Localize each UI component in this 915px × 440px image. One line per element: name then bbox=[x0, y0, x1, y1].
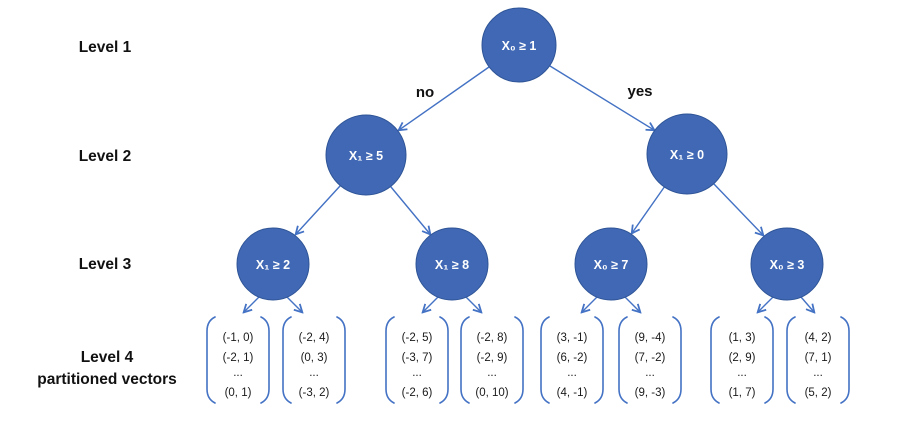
leaf-group-8: (4, 2) (7, 1) ... (5, 2) bbox=[786, 316, 850, 404]
node-l3-b-label: X₁ ≥ 8 bbox=[435, 258, 469, 272]
node-l3-c-circle bbox=[574, 227, 648, 301]
node-l3-d-label: X₀ ≥ 3 bbox=[770, 258, 805, 272]
leaf-vector: (0, 3) bbox=[301, 352, 328, 364]
leaf-group-6: (9, -4) (7, -2) ... (9, -3) bbox=[618, 316, 682, 404]
left-bracket bbox=[206, 316, 216, 404]
edge-l2left-to-l3b bbox=[390, 186, 430, 234]
leaf-group-7: (1, 3) (2, 9) ... (1, 7) bbox=[710, 316, 774, 404]
node-l2-right: X₁ ≥ 0 bbox=[646, 113, 728, 195]
right-bracket bbox=[594, 316, 604, 404]
edge-l3d-to-leaf7 bbox=[758, 296, 774, 312]
edge-l2right-to-l3c bbox=[632, 185, 666, 233]
leaf-vector: (-3, 2) bbox=[299, 387, 330, 399]
leaf-vector: (5, 2) bbox=[805, 387, 832, 399]
leaf-vector: (-3, 7) bbox=[402, 352, 433, 364]
node-l3-b-circle bbox=[415, 227, 489, 301]
right-bracket bbox=[439, 316, 449, 404]
edge-l2right-to-l3d bbox=[712, 182, 763, 235]
leaf-vector: (6, -2) bbox=[557, 352, 588, 364]
node-l3-d-circle bbox=[750, 227, 824, 301]
leaf-ellipsis: ... bbox=[487, 367, 497, 379]
edge-root-to-l2-right bbox=[549, 65, 654, 130]
node-l2-left: X₁ ≥ 5 bbox=[325, 114, 407, 196]
edge-l2left-to-l3a bbox=[296, 185, 341, 234]
right-bracket bbox=[260, 316, 270, 404]
level-4-label: Level 4 bbox=[81, 349, 134, 366]
edge-l3c-to-leaf6 bbox=[624, 296, 640, 312]
left-bracket bbox=[710, 316, 720, 404]
left-bracket bbox=[786, 316, 796, 404]
node-l2-left-circle bbox=[325, 114, 407, 196]
leaf-vector: (-2, 4) bbox=[299, 332, 330, 344]
node-l2-left-label: X₁ ≥ 5 bbox=[349, 149, 383, 163]
leaf-vector: (-2, 9) bbox=[477, 352, 508, 364]
edge-l3b-to-leaf3 bbox=[423, 296, 439, 312]
right-bracket bbox=[764, 316, 774, 404]
leaf-vector: (7, 1) bbox=[805, 352, 832, 364]
leaf-ellipsis: ... bbox=[412, 367, 422, 379]
leaf-group-1: (-1, 0) (-2, 1) ... (0, 1) bbox=[206, 316, 270, 404]
leaf-vector: (4, 2) bbox=[805, 332, 832, 344]
level-2-label: Level 2 bbox=[79, 148, 132, 165]
edge-l3c-to-leaf5 bbox=[582, 296, 598, 312]
leaf-vector: (7, -2) bbox=[635, 352, 666, 364]
leaf-vector: (1, 3) bbox=[729, 332, 756, 344]
right-bracket bbox=[514, 316, 524, 404]
leaf-group-5: (3, -1) (6, -2) ... (4, -1) bbox=[540, 316, 604, 404]
left-bracket bbox=[385, 316, 395, 404]
leaf-group-3: (-2, 5) (-3, 7) ... (-2, 6) bbox=[385, 316, 449, 404]
branch-label-yes: yes bbox=[627, 83, 652, 100]
leaf-vector: (2, 9) bbox=[729, 352, 756, 364]
left-bracket bbox=[540, 316, 550, 404]
edge-l3d-to-leaf8 bbox=[800, 296, 814, 312]
leaf-ellipsis: ... bbox=[813, 367, 823, 379]
right-bracket bbox=[672, 316, 682, 404]
left-bracket bbox=[460, 316, 470, 404]
node-l2-right-circle bbox=[646, 113, 728, 195]
edge-root-to-l2-left bbox=[399, 66, 490, 130]
node-l2-right-label: X₁ ≥ 0 bbox=[670, 148, 704, 162]
leaf-vector: (9, -3) bbox=[635, 387, 666, 399]
left-bracket bbox=[282, 316, 292, 404]
node-l3-c-label: X₀ ≥ 7 bbox=[594, 258, 629, 272]
leaf-ellipsis: ... bbox=[309, 367, 319, 379]
node-l3-a-circle bbox=[236, 227, 310, 301]
branch-label-no: no bbox=[416, 84, 434, 101]
leaf-group-4: (-2, 8) (-2, 9) ... (0, 10) bbox=[460, 316, 524, 404]
level-1-label: Level 1 bbox=[79, 39, 132, 56]
node-root-label: X₀ ≥ 1 bbox=[502, 39, 537, 53]
leaf-vector: (-1, 0) bbox=[223, 332, 254, 344]
right-bracket bbox=[336, 316, 346, 404]
leaf-ellipsis: ... bbox=[233, 367, 243, 379]
leaf-vector: (0, 10) bbox=[475, 387, 508, 399]
level-3-label: Level 3 bbox=[79, 256, 132, 273]
edge-l3b-to-leaf4 bbox=[465, 296, 481, 312]
leaf-vector: (3, -1) bbox=[557, 332, 588, 344]
edge-l3a-to-leaf1 bbox=[244, 296, 260, 312]
edge-l3a-to-leaf2 bbox=[286, 296, 302, 312]
leaf-vector: (4, -1) bbox=[557, 387, 588, 399]
leaf-group-2: (-2, 4) (0, 3) ... (-3, 2) bbox=[282, 316, 346, 404]
node-l3-c: X₀ ≥ 7 bbox=[574, 227, 648, 301]
node-l3-b: X₁ ≥ 8 bbox=[415, 227, 489, 301]
node-l3-a-label: X₁ ≥ 2 bbox=[256, 258, 290, 272]
leaf-vector: (-2, 1) bbox=[223, 352, 254, 364]
leaf-vector: (-2, 5) bbox=[402, 332, 433, 344]
node-l3-a: X₁ ≥ 2 bbox=[236, 227, 310, 301]
right-bracket bbox=[840, 316, 850, 404]
node-l3-d: X₀ ≥ 3 bbox=[750, 227, 824, 301]
leaf-ellipsis: ... bbox=[645, 367, 655, 379]
node-root-circle bbox=[481, 7, 557, 83]
leaf-vector: (-2, 6) bbox=[402, 387, 433, 399]
leaf-vector: (1, 7) bbox=[729, 387, 756, 399]
level-4-sublabel: partitioned vectors bbox=[37, 371, 177, 388]
leaf-vector: (9, -4) bbox=[635, 332, 666, 344]
leaf-ellipsis: ... bbox=[737, 367, 747, 379]
leaf-vector: (-2, 8) bbox=[477, 332, 508, 344]
leaf-vector: (0, 1) bbox=[225, 387, 252, 399]
left-bracket bbox=[618, 316, 628, 404]
leaf-ellipsis: ... bbox=[567, 367, 577, 379]
node-root: X₀ ≥ 1 bbox=[481, 7, 557, 83]
